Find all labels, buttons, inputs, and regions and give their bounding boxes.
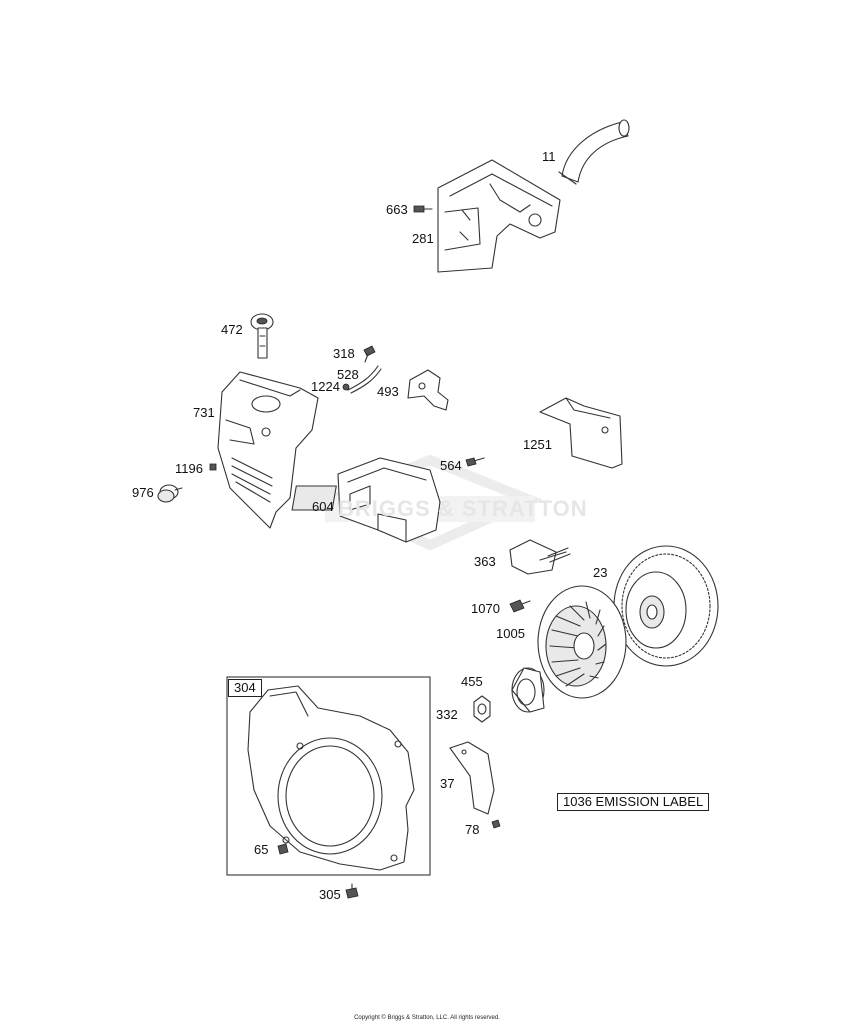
label-305: 305 bbox=[319, 887, 341, 902]
part-1005-fan bbox=[537, 585, 627, 699]
part-332-nut bbox=[473, 695, 491, 723]
part-65-screw bbox=[277, 843, 289, 855]
label-564: 564 bbox=[440, 458, 462, 473]
part-23-flywheel bbox=[613, 545, 719, 667]
label-65: 65 bbox=[254, 842, 269, 857]
label-604: 604 bbox=[312, 499, 334, 514]
label-1251: 1251 bbox=[523, 437, 552, 452]
part-976-knob bbox=[157, 484, 183, 503]
label-663: 663 bbox=[386, 202, 408, 217]
part-604-housing bbox=[291, 457, 441, 543]
watermark-text: BRIGGS & STRATTON bbox=[338, 496, 588, 521]
label-318: 318 bbox=[333, 346, 355, 361]
part-1196-screw bbox=[209, 463, 217, 471]
part-305-screw bbox=[345, 883, 359, 899]
part-472-switch bbox=[250, 313, 274, 359]
part-304-box bbox=[226, 676, 431, 876]
label-493: 493 bbox=[377, 384, 399, 399]
label-332: 332 bbox=[436, 707, 458, 722]
label-23: 23 bbox=[593, 565, 608, 580]
copyright-text: Copyright © Briggs & Stratton, LLC. All … bbox=[354, 1015, 500, 1021]
part-281-guard bbox=[437, 159, 561, 273]
label-472: 472 bbox=[221, 322, 243, 337]
label-731: 731 bbox=[193, 405, 215, 420]
label-37: 37 bbox=[440, 776, 455, 791]
part-528-link bbox=[347, 365, 382, 394]
label-281: 281 bbox=[412, 231, 434, 246]
part-78-screw bbox=[491, 819, 501, 829]
part-455-cup bbox=[511, 667, 545, 713]
part-318-screw bbox=[363, 345, 376, 363]
part-663-screw bbox=[413, 205, 433, 213]
label-363: 363 bbox=[474, 554, 496, 569]
label-1070: 1070 bbox=[471, 601, 500, 616]
part-564-screw bbox=[465, 457, 485, 467]
label-455: 455 bbox=[461, 674, 483, 689]
part-731-panel bbox=[217, 371, 319, 529]
part-37-screen bbox=[449, 741, 495, 815]
emission-label: 1036 EMISSION LABEL bbox=[557, 793, 710, 811]
label-1005: 1005 bbox=[496, 626, 525, 641]
part-304-blower-housing bbox=[247, 685, 415, 871]
part-1251-shield bbox=[539, 397, 623, 469]
part-493-bracket bbox=[407, 369, 449, 411]
label-11: 11 bbox=[542, 149, 556, 164]
label-528: 528 bbox=[337, 367, 359, 382]
label-78: 78 bbox=[465, 822, 480, 837]
part-1224-clip bbox=[342, 383, 350, 391]
label-304: 304 bbox=[228, 679, 262, 697]
part-1070-screw bbox=[509, 599, 531, 613]
part-363-armature bbox=[509, 539, 571, 575]
label-976: 976 bbox=[132, 485, 154, 500]
label-1224: 1224 bbox=[311, 379, 340, 394]
part-11-hose bbox=[558, 119, 630, 185]
label-1196: 1196 bbox=[175, 461, 203, 476]
